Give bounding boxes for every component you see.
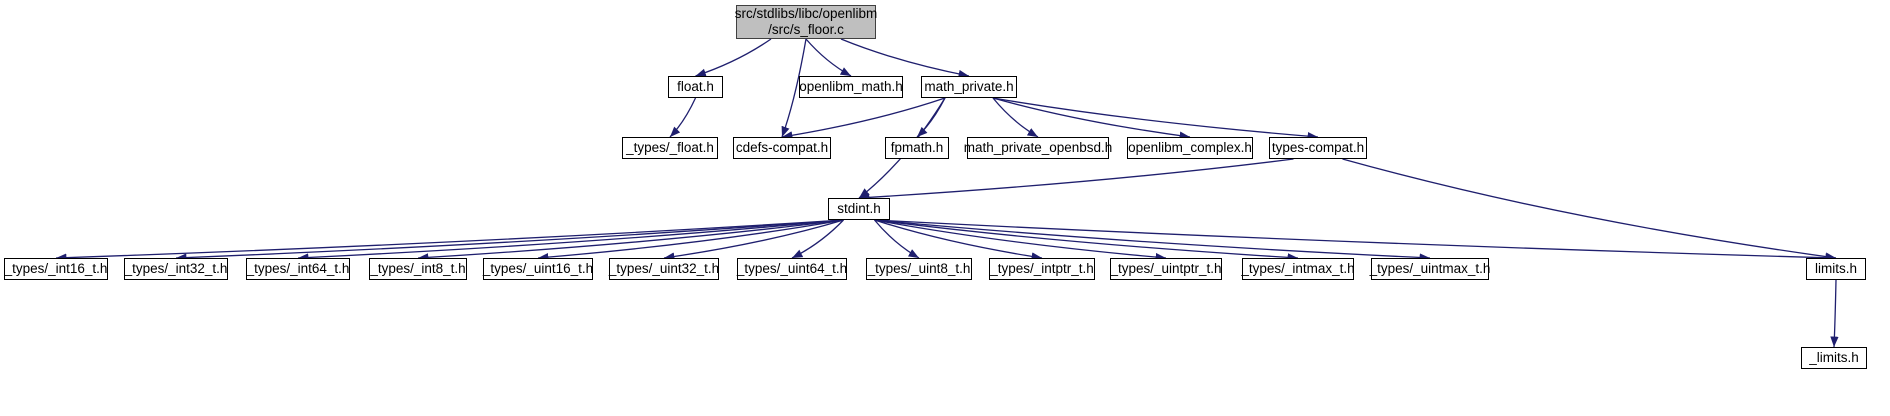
- edge-types_compat_h-to-limits_h: [1342, 158, 1837, 261]
- graph-node-types_intptr_t_h[interactable]: _types/_intptr_t.h: [989, 258, 1095, 280]
- graph-node-types_int16_t_h[interactable]: _types/_int16_t.h: [4, 258, 108, 280]
- edge-stdint_h-to-types_uint32_t_h: [663, 219, 844, 261]
- graph-node-types_uint64_t_h[interactable]: _types/_uint64_t.h: [737, 258, 847, 280]
- graph-node-stdint_h[interactable]: stdint.h: [828, 198, 890, 220]
- edge-stdint_h-to-types_uint8_t_h: [874, 219, 920, 259]
- graph-node-fpmath_h[interactable]: fpmath.h: [885, 137, 949, 159]
- edge-root-to-openlibm_math_h: [805, 38, 852, 77]
- graph-node-limits_h[interactable]: limits.h: [1806, 258, 1866, 280]
- graph-node-openlibm_math_h[interactable]: openlibm_math.h: [799, 76, 903, 98]
- edge-stdint_h-to-limits_h: [874, 219, 1837, 262]
- edge-float_h-to-types_float_h: [669, 97, 697, 138]
- edge-stdint_h-to-types_int8_t_h: [417, 219, 844, 262]
- graph-node-types_int64_t_h[interactable]: _types/_int64_t.h: [246, 258, 350, 280]
- graph-node-openlibm_complex_h[interactable]: openlibm_complex.h: [1127, 137, 1253, 159]
- edge-math_private_h-to-openlibm_complex_h: [992, 97, 1191, 140]
- edge-stdint_h-to-types_uintmax_t_h: [874, 219, 1431, 262]
- edge-math_private_h-to-fpmath_h: [916, 97, 946, 138]
- graph-node-types_int32_t_h[interactable]: _types/_int32_t.h: [124, 258, 228, 280]
- edge-stdint_h-to-types_intmax_t_h: [874, 219, 1299, 262]
- edge-math_private_h-to-math_private_openbsd_h: [992, 97, 1039, 138]
- graph-node-root[interactable]: src/stdlibs/libc/openlibm /src/s_floor.c: [734, 5, 878, 39]
- graph-node-types_float_h[interactable]: _types/_float.h: [622, 137, 718, 159]
- graph-node-math_private_openbsd_h[interactable]: math_private_openbsd.h: [964, 137, 1112, 159]
- edge-math_private_h-to-types_compat_h: [992, 97, 1319, 141]
- graph-node-float_h[interactable]: float.h: [668, 76, 723, 98]
- graph-node-types_uint8_t_h[interactable]: _types/_uint8_t.h: [866, 258, 972, 280]
- graph-node-types_uint16_t_h[interactable]: _types/_uint16_t.h: [483, 258, 593, 280]
- graph-node-types_intmax_t_h[interactable]: _types/_intmax_t.h: [1241, 258, 1355, 280]
- edge-stdint_h-to-types_int64_t_h: [297, 219, 844, 262]
- graph-node-types_uintptr_t_h[interactable]: _types/_uintptr_t.h: [1110, 258, 1222, 280]
- edge-stdint_h-to-types_uint16_t_h: [537, 219, 844, 262]
- graph-node-types_int8_t_h[interactable]: _types/_int8_t.h: [369, 258, 467, 280]
- edge-stdint_h-to-types_uint64_t_h: [791, 219, 844, 259]
- edge-stdint_h-to-types_int16_t_h: [55, 219, 844, 262]
- edge-limits_h-to-_limits_h: [1830, 279, 1839, 348]
- edge-stdint_h-to-types_uintptr_t_h: [874, 219, 1167, 262]
- edge-root-to-float_h: [695, 38, 772, 77]
- graph-node-types_compat_h[interactable]: types-compat.h: [1269, 137, 1367, 159]
- graph-node-cdefs_compat_h[interactable]: cdefs-compat.h: [733, 137, 831, 159]
- edge-types_compat_h-to-stdint_h: [858, 158, 1294, 202]
- graph-node-types_uintmax_t_h[interactable]: _types/_uintmax_t.h: [1370, 258, 1490, 280]
- edge-root-to-math_private_h: [840, 38, 970, 79]
- graph-node-types_uint32_t_h[interactable]: _types/_uint32_t.h: [609, 258, 719, 280]
- graph-node-_limits_h[interactable]: _limits.h: [1801, 347, 1867, 369]
- edge-stdint_h-to-types_int32_t_h: [175, 219, 844, 262]
- edge-math_private_h-to-cdefs_compat_h: [781, 97, 946, 140]
- edge-stdint_h-to-types_intptr_t_h: [874, 219, 1043, 261]
- graph-node-math_private_h[interactable]: math_private.h: [921, 76, 1017, 98]
